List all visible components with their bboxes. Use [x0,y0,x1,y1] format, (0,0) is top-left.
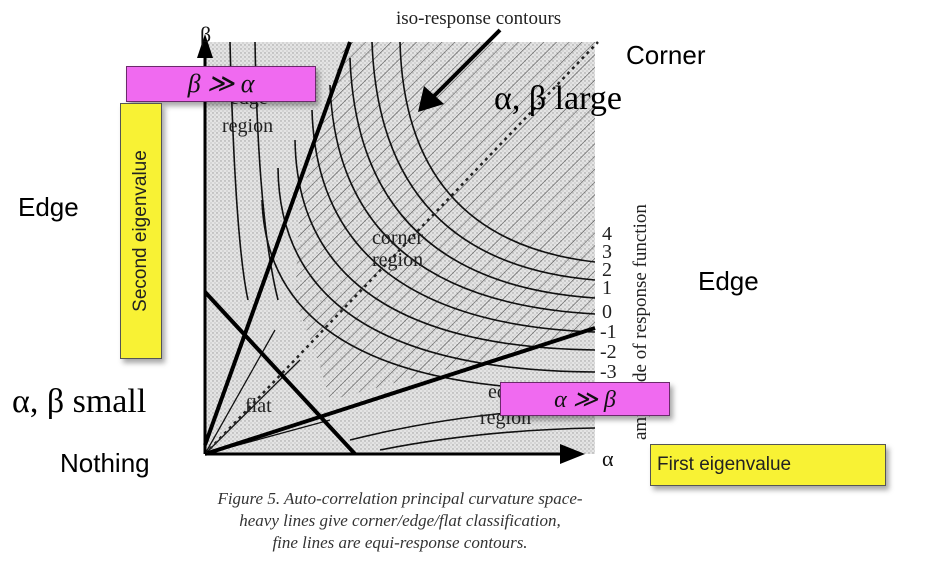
region-corner-label-1: corner [372,227,423,249]
caption-line-3: fine lines are equi-response contours. [272,533,527,552]
heavy-boundary-flat [203,290,357,456]
beta-much-greater-alpha-box: β ≫ α [126,66,316,102]
flat-line [205,329,276,454]
iso-response-callout-label: iso-response contours [396,8,561,29]
callout-arrow-line [430,28,502,100]
first-eigenvalue-box: First eigenvalue [650,444,886,486]
beta-axis-arrow [197,34,213,58]
alpha-beta-small-label: α, β small [12,383,147,420]
contour-line [349,57,595,299]
caption-line-1: Figure 5. Auto-correlation principal cur… [216,489,582,508]
beta-axis-label: β [200,22,211,47]
beta-much-greater-alpha-text: β ≫ α [187,69,255,98]
alpha-axis-arrow [560,444,585,464]
contour-line [311,109,595,333]
contour-line [379,427,595,451]
contour-line [399,42,595,263]
heavy-boundary-edge-corner-bottom [204,326,596,456]
region-edge-top-label-2: region [222,115,273,137]
alpha-much-greater-beta-text: α ≫ β [554,386,616,413]
edge-left-label: Edge [18,192,79,222]
scale-title: amplitude of response function [630,204,651,440]
second-eigenvalue-box: Second eigenvalue [120,103,162,359]
caption-line-2: heavy lines give corner/edge/flat classi… [239,511,561,530]
heavy-boundary-edge-corner-top [203,41,352,446]
scale-tick: 3 [602,241,612,263]
alpha-axis-label: α [602,446,614,471]
scale-tick: 4 [602,223,612,245]
region-corner-label-2: region [372,249,423,271]
scale-tick: 2 [602,259,612,281]
corner-label: Corner [626,40,706,70]
scale-tick: 1 [602,277,612,299]
scale-tick: 0 [602,301,612,323]
contour-line [294,139,595,351]
callout-arrow-head [418,86,444,112]
corner-region-hatch [295,42,595,400]
alpha-much-greater-beta-box: α ≫ β [500,382,670,416]
scale-tick: -3 [600,361,617,383]
nothing-label: Nothing [60,448,150,478]
alpha-beta-large-label: α, β large [494,80,622,117]
scale-tick: -1 [600,321,617,343]
first-eigenvalue-text: First eigenvalue [657,454,792,475]
region-flat-label: flat [245,395,272,417]
edge-right-label: Edge [698,266,759,296]
second-eigenvalue-text: Second eigenvalue [130,150,151,312]
contour-line [371,42,595,281]
scale-tick: -2 [600,341,617,363]
